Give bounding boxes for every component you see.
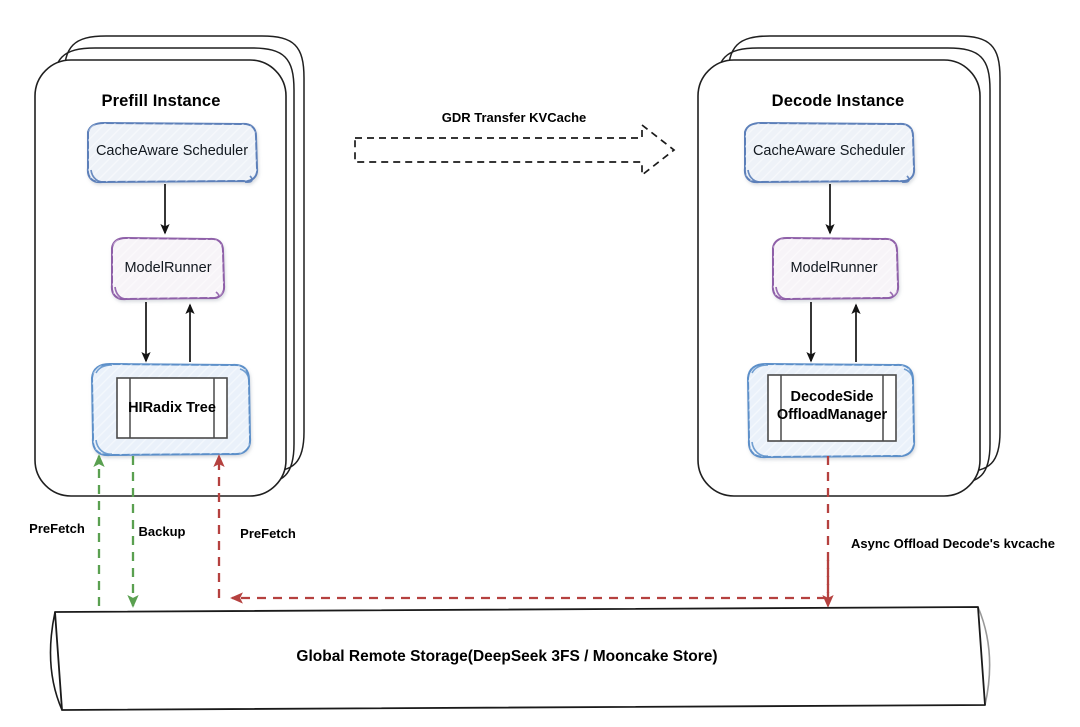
prefill-store-shape[interactable] [90, 362, 252, 457]
prefill-card-back-2 [52, 47, 295, 485]
decode-store-inner-table [767, 374, 897, 442]
decode-scheduler-shape[interactable] [743, 121, 916, 184]
prefill-card-back-3 [63, 35, 305, 473]
prefill-scheduler-shape[interactable] [86, 121, 259, 184]
decode-store-shape[interactable] [746, 362, 916, 459]
global-remote-storage-shape[interactable] [49, 606, 991, 711]
decode-modelrunner-shape[interactable] [771, 236, 900, 301]
decode-card-back-3 [727, 35, 1001, 473]
prefill-store-inner-table [116, 377, 228, 439]
prefill-modelrunner-shape[interactable] [110, 236, 226, 301]
gdr-transfer-block-arrow [354, 123, 676, 177]
decode-card-back-2 [715, 47, 991, 485]
